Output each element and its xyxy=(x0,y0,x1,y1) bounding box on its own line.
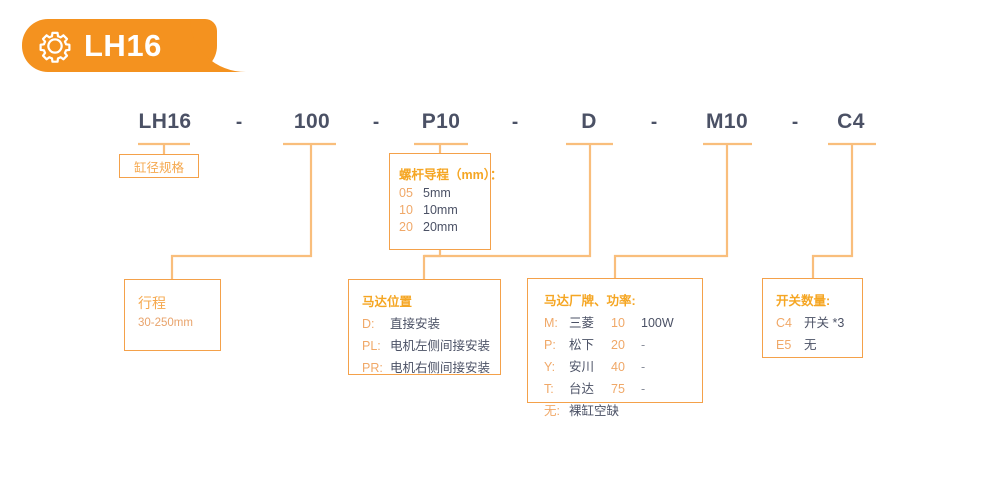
header-badge: LH16 xyxy=(22,19,232,72)
bore-spec-label: 缸径规格 xyxy=(133,160,184,175)
switch-count-code: E5 xyxy=(776,338,792,352)
screw-lead-desc: 10mm xyxy=(423,203,458,217)
motor-brand-code: T: xyxy=(544,382,554,396)
code-dash-1: - xyxy=(235,112,243,133)
code-dash-2: - xyxy=(372,112,380,133)
motor-position-title: 马达位置 xyxy=(362,295,413,309)
motor-brand-num: 40 xyxy=(611,360,625,374)
motor-brand-row: T: 台达 75 - xyxy=(544,378,702,397)
switch-count-desc: 开关 *3 xyxy=(804,316,845,330)
badge-tail-shape xyxy=(190,19,246,72)
code-segment-motorpos: D xyxy=(581,110,597,133)
motor-brand-row: P: 松下 20 - xyxy=(544,334,702,353)
screw-lead-box: 螺杆导程（mm）： 05 5mm 10 10mm 20 20mm xyxy=(389,153,503,250)
motor-position-row: PL: 电机左侧间接安装 xyxy=(362,335,500,354)
code-dash-5: - xyxy=(791,112,799,133)
switch-count-title: 开关数量: xyxy=(776,294,831,308)
motor-brand-name: 三菱 xyxy=(569,316,595,330)
gear-icon xyxy=(39,31,71,63)
motor-brand-power: - xyxy=(641,338,646,352)
motor-position-box: 马达位置 D: 直接安装 PL: 电机左侧间接安装 PR: 电机右侧间接安装 xyxy=(348,279,501,375)
wire-route-lead-to-motorpos xyxy=(422,250,442,279)
motor-brand-title: 马达厂牌、功率: xyxy=(544,294,636,308)
motor-position-code: D: xyxy=(362,317,375,331)
motor-brand-name: 台达 xyxy=(569,382,595,396)
switch-count-row: E5 无 xyxy=(776,334,862,353)
code-dash-3: - xyxy=(511,112,519,133)
screw-lead-desc: 20mm xyxy=(423,220,458,234)
motor-brand-num: 75 xyxy=(611,382,625,396)
code-segment-lead: P10 xyxy=(421,110,461,133)
motor-brand-num: 20 xyxy=(611,338,625,352)
screw-lead-row: 05 5mm xyxy=(399,186,490,200)
motor-brand-name: 安川 xyxy=(569,360,595,374)
code-segment-brand: M10 xyxy=(705,110,749,133)
motor-brand-row: M: 三菱 10 100W xyxy=(544,312,702,331)
motor-brand-code: Y: xyxy=(544,360,556,374)
motor-brand-row: 无: 裸缸空缺 xyxy=(544,400,702,419)
switch-count-row: C4 开关 *3 xyxy=(776,312,862,331)
screw-lead-row: 20 20mm xyxy=(399,220,490,234)
motor-brand-power: 100W xyxy=(641,316,674,330)
screw-lead-code: 05 xyxy=(399,186,413,200)
screw-lead-code: 20 xyxy=(399,220,413,234)
screw-lead-row: 10 10mm xyxy=(399,203,490,217)
motor-brand-power-box: 马达厂牌、功率: M: 三菱 10 100W P: 松下 20 - Y: 安川 … xyxy=(527,278,703,418)
motor-brand-name: 裸缸空缺 xyxy=(569,404,620,418)
bore-spec-box: 缸径规格 xyxy=(119,154,199,178)
switch-count-box: 开关数量: C4 开关 *3 E5 无 xyxy=(762,278,863,358)
screw-lead-code: 10 xyxy=(399,203,413,217)
motor-position-desc: 直接安装 xyxy=(390,317,441,331)
code-segment-switch: C4 xyxy=(837,110,865,133)
code-segment-stroke: 100 xyxy=(293,110,331,133)
motor-brand-row: Y: 安川 40 - xyxy=(544,356,702,375)
wire-route-c4 xyxy=(811,144,854,278)
switch-count-code: C4 xyxy=(776,316,792,330)
motor-brand-power: - xyxy=(641,360,646,374)
badge-background xyxy=(22,19,217,72)
product-code-row: LH16 - 100 - P10 - D - M10 - C4 xyxy=(0,110,1002,140)
badge-title: LH16 xyxy=(84,28,162,63)
motor-brand-name: 松下 xyxy=(569,338,595,352)
stroke-box: 行程 30-250mm xyxy=(124,279,221,351)
motor-position-desc: 电机右侧间接安装 xyxy=(390,361,491,375)
motor-position-desc: 电机左侧间接安装 xyxy=(390,339,491,353)
stroke-value: 30-250mm xyxy=(138,317,193,329)
motor-brand-power: - xyxy=(641,382,646,396)
motor-brand-code: M: xyxy=(544,316,558,330)
screw-lead-title: 螺杆导程（mm）： xyxy=(399,168,503,182)
screw-lead-desc: 5mm xyxy=(423,186,451,200)
code-segment-bore: LH16 xyxy=(138,110,192,133)
switch-count-desc: 无 xyxy=(804,338,817,352)
motor-position-row: D: 直接安装 xyxy=(362,313,500,332)
motor-position-code: PL: xyxy=(362,339,381,353)
code-dash-4: - xyxy=(650,112,658,133)
motor-position-row: PR: 电机右侧间接安装 xyxy=(362,357,500,376)
motor-brand-code: P: xyxy=(544,338,556,352)
wire-route-m10 xyxy=(613,144,729,278)
motor-brand-code: 无: xyxy=(544,404,560,418)
motor-brand-num: 10 xyxy=(611,316,625,330)
stroke-title: 行程 xyxy=(138,295,166,311)
motor-position-code: PR: xyxy=(362,361,383,375)
